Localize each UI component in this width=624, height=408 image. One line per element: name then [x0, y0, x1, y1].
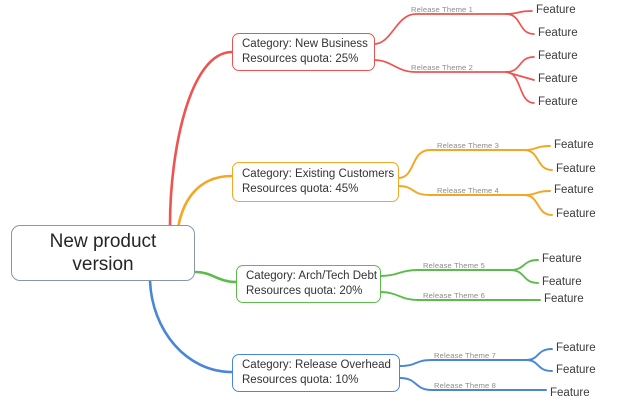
- category-node-release-overhead[interactable]: Category: Release Overhead Resources quo…: [232, 354, 400, 392]
- theme-label-release-theme-3[interactable]: Release Theme 3: [437, 141, 500, 150]
- link-release-overhead-to-theme-7: [399, 359, 527, 367]
- feature-label-theme-7-1[interactable]: Feature: [556, 342, 596, 354]
- theme-label-release-theme-8[interactable]: Release Theme 8: [434, 381, 497, 390]
- root-node[interactable]: New product version: [11, 225, 195, 281]
- feature-label-theme-7-2[interactable]: Feature: [556, 364, 596, 376]
- link-arch-tech-debt-to-theme-5: [379, 269, 511, 277]
- link-existing-customers-to-theme-3: [397, 149, 525, 179]
- link-new-business-to-theme-2: [373, 59, 507, 73]
- link-theme-5-feature-2: [509, 269, 539, 284]
- category-new-business-line-2: Resources quota: 25%: [242, 53, 359, 65]
- link-arch-tech-debt-to-theme-6: [379, 291, 541, 301]
- feature-label-theme-3-2[interactable]: Feature: [556, 163, 596, 175]
- category-release-overhead-line-2: Resources quota: 10%: [242, 374, 359, 386]
- link-theme-4-feature-2: [523, 194, 553, 216]
- category-node-existing-customers[interactable]: Category: Existing Customers Resources q…: [232, 162, 399, 202]
- link-root-to-new-business: [168, 50, 234, 227]
- feature-label-theme-2-3[interactable]: Feature: [538, 96, 578, 108]
- link-existing-customers-to-theme-4: [397, 185, 525, 196]
- link-root-to-existing-customers: [176, 174, 234, 230]
- feature-label-theme-1-2[interactable]: Feature: [538, 27, 578, 39]
- feature-label-theme-3-1[interactable]: Feature: [554, 139, 594, 151]
- feature-label-theme-1-1[interactable]: Feature: [536, 4, 576, 16]
- category-arch-tech-debt-line-2: Resources quota: 20%: [246, 285, 363, 297]
- theme-label-release-theme-1[interactable]: Release Theme 1: [411, 5, 474, 14]
- feature-label-theme-5-2[interactable]: Feature: [542, 276, 582, 288]
- link-theme-3-feature-1: [523, 145, 551, 151]
- feature-label-theme-4-1[interactable]: Feature: [554, 184, 594, 196]
- feature-label-theme-4-2[interactable]: Feature: [556, 208, 596, 220]
- feature-label-theme-8-1[interactable]: Feature: [550, 387, 590, 399]
- category-existing-customers-line-2: Resources quota: 45%: [242, 183, 359, 195]
- category-new-business-line-1: Category: New Business: [242, 38, 368, 50]
- link-new-business-to-theme-1: [373, 13, 507, 45]
- link-theme-2-feature-3: [505, 71, 535, 104]
- root-node-line-1: New product: [49, 231, 157, 252]
- root-node-line-2: version: [72, 254, 134, 275]
- category-existing-customers-line-1: Category: Existing Customers: [242, 168, 395, 180]
- feature-label-theme-2-1[interactable]: Feature: [538, 50, 578, 62]
- theme-label-release-theme-7[interactable]: Release Theme 7: [434, 351, 497, 360]
- link-release-overhead-to-theme-8: [399, 377, 547, 391]
- theme-label-release-theme-4[interactable]: Release Theme 4: [437, 186, 500, 195]
- link-theme-1-feature-1: [505, 10, 533, 15]
- feature-label-theme-2-2[interactable]: Feature: [538, 73, 578, 85]
- theme-label-release-theme-6[interactable]: Release Theme 6: [423, 291, 486, 300]
- link-theme-3-feature-2: [523, 149, 553, 171]
- link-theme-7-feature-1: [525, 348, 553, 361]
- category-arch-tech-debt-line-1: Category: Arch/Tech Debt: [246, 270, 378, 282]
- link-theme-1-feature-2: [505, 13, 535, 35]
- link-theme-5-feature-1: [509, 259, 539, 271]
- category-node-new-business[interactable]: Category: New Business Resources quota: …: [232, 33, 375, 71]
- link-root-to-arch-tech-debt: [194, 270, 238, 284]
- feature-label-theme-5-1[interactable]: Feature: [542, 253, 582, 265]
- theme-label-release-theme-2[interactable]: Release Theme 2: [411, 63, 474, 72]
- link-root-to-release-overhead: [148, 279, 234, 374]
- category-node-arch-tech-debt[interactable]: Category: Arch/Tech Debt Resources quota…: [236, 265, 381, 303]
- link-theme-2-feature-1: [505, 56, 535, 73]
- theme-label-release-theme-5[interactable]: Release Theme 5: [423, 261, 486, 270]
- link-theme-4-feature-1: [523, 190, 551, 196]
- category-release-overhead-line-1: Category: Release Overhead: [242, 359, 391, 371]
- link-theme-7-feature-2: [525, 359, 553, 372]
- feature-label-theme-6-1[interactable]: Feature: [544, 293, 584, 305]
